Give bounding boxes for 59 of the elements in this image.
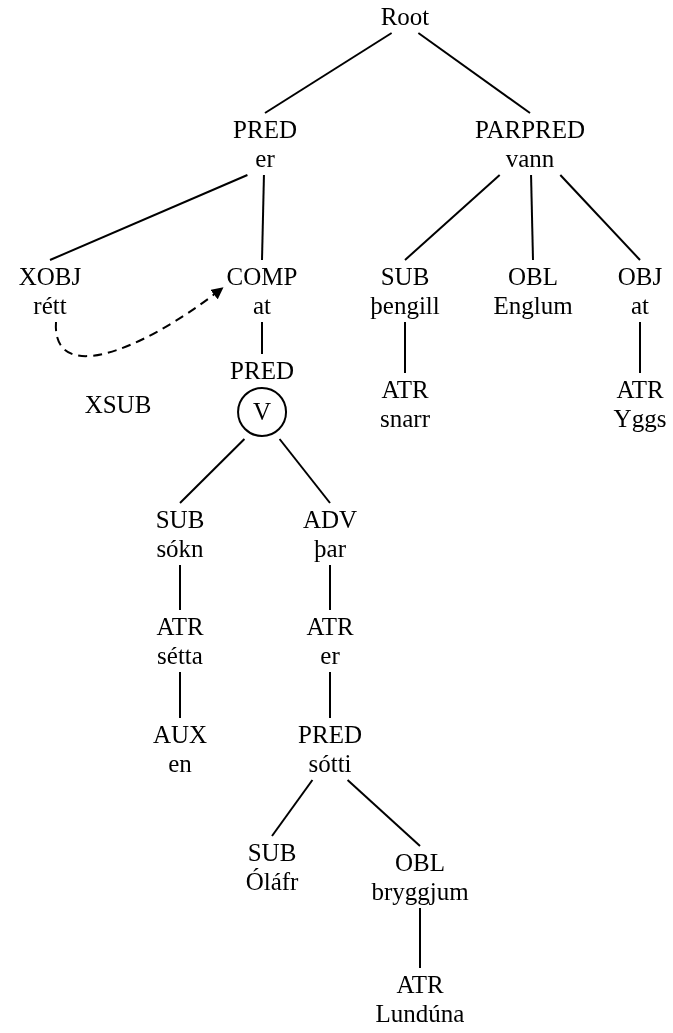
tree-branch [261, 174, 265, 261]
word-label: rétt [33, 291, 67, 320]
relation-label: ATR [156, 612, 204, 641]
tree-branch [404, 174, 501, 261]
word-label: bryggjum [371, 877, 469, 906]
word-label: vann [505, 144, 555, 173]
word-label: Óláfr [245, 867, 299, 896]
relation-label: OBL [395, 848, 445, 877]
relation-label: ATR [616, 375, 664, 404]
relation-label: Root [380, 2, 430, 31]
tree-branch [559, 174, 641, 261]
relation-label: PRED [230, 356, 294, 385]
relation-label: PRED [233, 115, 297, 144]
tree-branch [264, 32, 393, 114]
tree-branch [261, 321, 263, 355]
relation-label: SUB [380, 262, 430, 291]
tree-branch [404, 321, 406, 374]
relation-label: SUB [155, 505, 205, 534]
tree-branch [329, 564, 331, 611]
tree-branch [530, 174, 534, 261]
word-label: sótti [308, 749, 352, 778]
word-label: snarr [380, 404, 430, 433]
relation-label: ATR [306, 612, 354, 641]
tree-branch [419, 907, 421, 969]
tree-branch [179, 438, 246, 504]
word-label: er [320, 641, 340, 670]
word-label: sétta [157, 641, 203, 670]
dashed-arrow [55, 287, 224, 357]
word-label: Yggs [613, 404, 667, 433]
circle-node: V [237, 387, 287, 437]
relation-label: PARPRED [474, 115, 586, 144]
tree-branch [49, 174, 249, 261]
relation-label: AUX [152, 720, 208, 749]
word-label: er [255, 144, 275, 173]
relation-label: ADV [302, 505, 358, 534]
word-label: Lundúna [375, 999, 465, 1028]
tree-branch [271, 779, 314, 837]
word-label: Englum [493, 291, 573, 320]
relation-label: PRED [298, 720, 362, 749]
word-label: sókn [156, 534, 204, 563]
word-label: þengill [370, 291, 440, 320]
tree-branch [417, 32, 531, 114]
word-label: at [630, 291, 649, 320]
word-label: þar [314, 534, 346, 563]
tree-branch [179, 671, 181, 719]
relation-label: COMP [226, 262, 298, 291]
tree-branch [346, 779, 421, 847]
tree-branch [639, 321, 641, 374]
relation-label: ATR [396, 970, 444, 999]
word-label: en [168, 749, 192, 778]
relation-label: OBL [508, 262, 558, 291]
relation-label: ATR [381, 375, 429, 404]
relation-label: SUB [247, 838, 297, 867]
tree-branch [329, 671, 331, 719]
tree-branch [179, 564, 181, 611]
word-label: at [252, 291, 271, 320]
relation-label: OBJ [617, 262, 663, 291]
relation-label: XOBJ [18, 262, 82, 291]
tree-branch [278, 438, 331, 504]
